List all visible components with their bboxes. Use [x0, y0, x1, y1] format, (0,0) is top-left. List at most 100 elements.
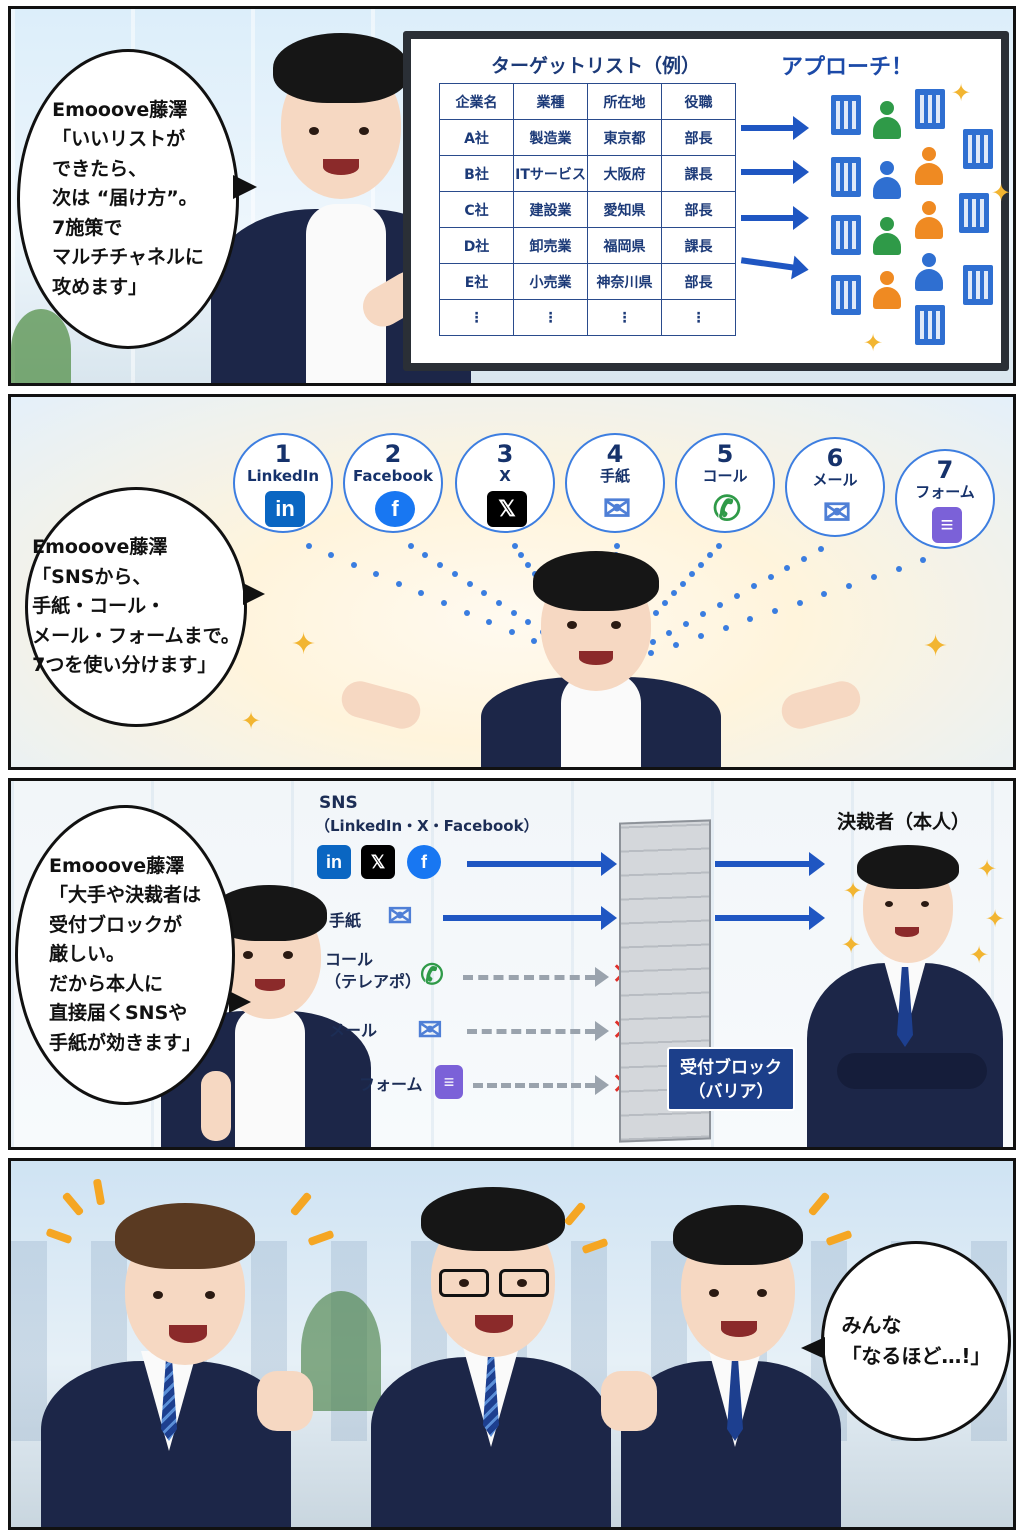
person-icon	[873, 271, 901, 309]
barrier-label: 受付ブロック （バリア）	[667, 1047, 795, 1111]
table-cell: C社	[439, 191, 514, 228]
connector-dot	[418, 590, 425, 597]
building-icon	[831, 95, 861, 135]
channel-x: 3 X 𝕏	[455, 433, 555, 533]
table-cell: ⋮	[661, 299, 736, 336]
channel-number: 5	[716, 440, 734, 468]
connector-dot	[801, 555, 808, 562]
person-icon	[915, 147, 943, 185]
panel-1: Emooove藤澤 「いいリストが できたら、 次は “届け方”。 7施策で マ…	[8, 6, 1016, 386]
connector-dot	[481, 590, 488, 597]
sparkle-icon: ✦	[991, 179, 1012, 207]
sns-sublabel: （LinkedIn・X・Facebook）	[315, 817, 539, 835]
channel-number: 6	[826, 444, 844, 472]
connector-dot	[613, 542, 620, 549]
connector-dot	[716, 542, 722, 549]
table-cell: 建設業	[513, 191, 588, 228]
connector-dot	[784, 564, 791, 571]
channel-label: コール	[702, 467, 748, 485]
connector-dot	[717, 602, 723, 608]
connector-dot	[525, 619, 532, 626]
connector-dot	[671, 590, 677, 597]
channel-letter: 4 手紙 ✉	[565, 433, 665, 533]
connector-dot	[673, 641, 680, 648]
dashed-arrow	[467, 1021, 609, 1041]
connector-dot	[767, 574, 774, 581]
channel-number: 1	[274, 440, 292, 468]
sparkle-icon: ✦	[291, 627, 317, 662]
connector-dot	[305, 542, 312, 549]
form-label: フォーム	[359, 1075, 423, 1094]
bubble-tail	[243, 583, 265, 605]
building-icon	[963, 265, 993, 305]
speech-text: みんな 「なるほど…!」	[841, 1313, 991, 1368]
connector-dot	[649, 639, 656, 646]
connector-dot	[407, 542, 414, 549]
channel-facebook: 2 Facebook f	[343, 433, 443, 533]
channel-label: LinkedIn	[246, 467, 320, 485]
connector-dot	[698, 561, 704, 568]
channel-linkedin: 1 LinkedIn in	[233, 433, 333, 533]
sparkle-icon: ✦	[977, 855, 998, 883]
channel-label: X	[499, 467, 511, 485]
arrow-right-icon	[741, 206, 809, 230]
plant	[11, 309, 71, 383]
connector-dot	[437, 561, 444, 568]
raised-finger-hand	[201, 1071, 231, 1141]
table-header: 企業名	[439, 83, 514, 120]
table-cell: ⋮	[587, 299, 662, 336]
building-icon	[831, 157, 861, 197]
table-cell: 東京都	[587, 119, 662, 156]
connector-dot	[818, 546, 825, 553]
person-icon	[915, 201, 943, 239]
channel-number: 2	[384, 440, 402, 468]
connector-dot	[451, 571, 458, 578]
connector-dot	[496, 600, 502, 606]
decision-maker-label: 決裁者（本人）	[837, 811, 971, 833]
table-cell: D社	[439, 227, 514, 264]
connector-dot	[700, 611, 707, 618]
table-row: ⋮ ⋮ ⋮ ⋮	[439, 299, 736, 336]
person-icon	[873, 161, 901, 199]
fist	[257, 1371, 313, 1431]
table-row: A社 製造業 東京都 部長	[439, 119, 736, 156]
arrow-right-icon	[741, 160, 809, 184]
letter-icon: ✉	[602, 490, 632, 528]
target-list-table: 企業名 業種 所在地 役職 A社 製造業 東京都 部長 B社 ITサービス 大阪…	[439, 83, 736, 336]
table-cell: 大阪府	[587, 155, 662, 192]
mail-icon: ✉	[822, 494, 852, 532]
channel-number: 4	[606, 440, 624, 468]
speech-bubble: Emooove藤澤 「SNSから、 手紙・コール・ メール・フォームまで。 7つ…	[25, 487, 247, 727]
letter-icon: ✉	[387, 899, 413, 933]
building-icon	[963, 129, 993, 169]
table-cell: 課長	[661, 155, 736, 192]
connector-dot	[733, 592, 740, 599]
connector-dot	[525, 561, 532, 568]
mail-icon: ✉	[417, 1013, 443, 1047]
connector-dot	[870, 574, 877, 581]
board-title: ターゲットリスト（例）	[491, 55, 701, 77]
facebook-icon: f	[407, 845, 441, 879]
connector-dot	[772, 608, 778, 614]
table-header: 所在地	[587, 83, 662, 120]
connector-dot	[518, 552, 525, 559]
building-icon	[915, 89, 945, 129]
sparkle-icon: ✦	[923, 629, 949, 664]
arrow-right-icon	[715, 906, 825, 930]
channel-label: メール	[812, 471, 858, 489]
dashed-arrow	[473, 1075, 609, 1095]
open-hand-left	[337, 677, 425, 733]
table-cell: A社	[439, 119, 514, 156]
table-cell: ITサービス	[513, 155, 588, 192]
colleague-2	[351, 1171, 631, 1527]
connector-dot	[796, 599, 803, 606]
connector-dot	[846, 582, 853, 589]
connector-dot	[750, 583, 757, 590]
decision-maker	[797, 843, 1007, 1147]
arrow-right-icon	[740, 257, 796, 271]
plant	[301, 1291, 381, 1411]
connector-dot	[920, 557, 927, 564]
connector-dot	[441, 600, 447, 606]
colleague-3	[601, 1191, 841, 1527]
sparkle-icon: ✦	[241, 707, 262, 735]
